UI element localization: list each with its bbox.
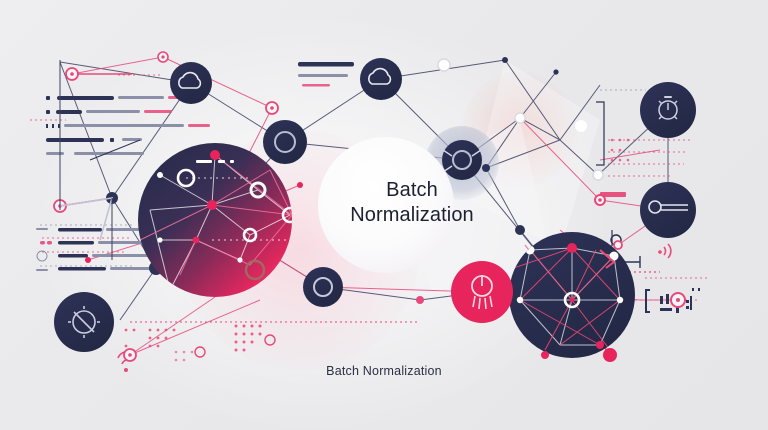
gradient-sphere-main — [138, 143, 292, 297]
ring-icon-node-top — [263, 120, 307, 164]
floating-nodes — [85, 57, 686, 362]
dark-sphere-network — [509, 232, 635, 358]
wifi-arc-icon — [658, 243, 672, 259]
pin-icon-node — [640, 182, 696, 238]
dot-grid-right — [610, 138, 630, 162]
ring-icon-node-lower — [303, 267, 343, 307]
triangle-structure — [89, 139, 141, 161]
cloud-icon-node-left — [170, 62, 212, 104]
dot-grid-bottom-left — [124, 324, 262, 362]
timer-icon-node — [640, 82, 696, 138]
cloud-icon-node-right — [360, 58, 402, 100]
nosignal-icon-node — [54, 292, 114, 352]
caption-label: Batch Normalization — [326, 364, 442, 378]
left-frame-lines — [59, 60, 113, 260]
bracket-shape-right — [596, 101, 613, 246]
dotted-connectors-gray — [40, 89, 646, 267]
pseudo-label-right — [600, 192, 626, 197]
ring-icon-node-center — [442, 140, 482, 180]
light-facet — [470, 60, 600, 250]
bulb-icon-node — [451, 261, 513, 323]
white-sphere-title — [318, 137, 454, 273]
pseudo-text-block-left — [46, 96, 210, 155]
pseudo-text-block-top — [298, 62, 354, 87]
